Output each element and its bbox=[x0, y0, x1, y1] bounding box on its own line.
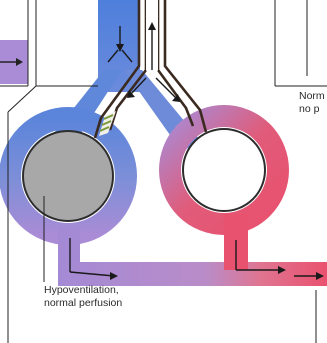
left-outflow-vessel bbox=[58, 228, 80, 262]
left-inset-panel bbox=[0, 0, 28, 86]
corner-label-fragment: Norm no p bbox=[299, 90, 325, 116]
corner-label-line2: no p bbox=[299, 103, 325, 116]
hypoventilation-label-line2: normal perfusion bbox=[44, 297, 122, 310]
normal-alveolus bbox=[183, 129, 265, 211]
hypoventilation-label-line1: Hypoventilation, bbox=[44, 284, 122, 297]
corner-label-line1: Norm bbox=[299, 90, 325, 103]
hypoventilation-label: Hypoventilation, normal perfusion bbox=[44, 284, 122, 310]
hypoventilated-alveolus bbox=[23, 131, 113, 221]
